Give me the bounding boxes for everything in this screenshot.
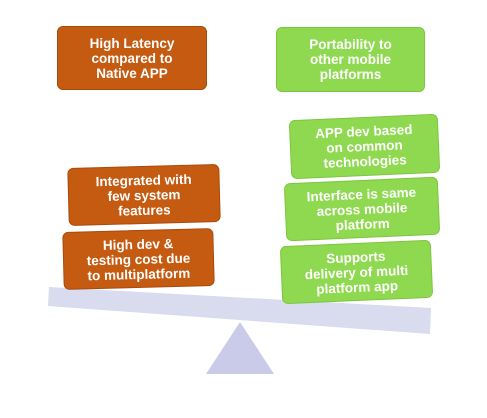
advantage-title-box: Portability to other mobile platforms (276, 27, 425, 92)
scale-beam (48, 287, 431, 334)
advantage-item-same-interface: Interface is same across mobile platform (283, 176, 441, 242)
disadvantage-title-box: High Latency compared to Native APP (57, 26, 207, 90)
scale-fulcrum (206, 322, 274, 374)
advantage-item-common-tech: APP dev based on common technologies (288, 113, 441, 180)
advantage-item-multi-delivery: Supports delivery of multi platform app (279, 239, 434, 305)
disadvantage-item-cost: High dev & testing cost due to multiplat… (62, 228, 215, 290)
disadvantage-item-features: Integrated with few system features (67, 164, 221, 226)
